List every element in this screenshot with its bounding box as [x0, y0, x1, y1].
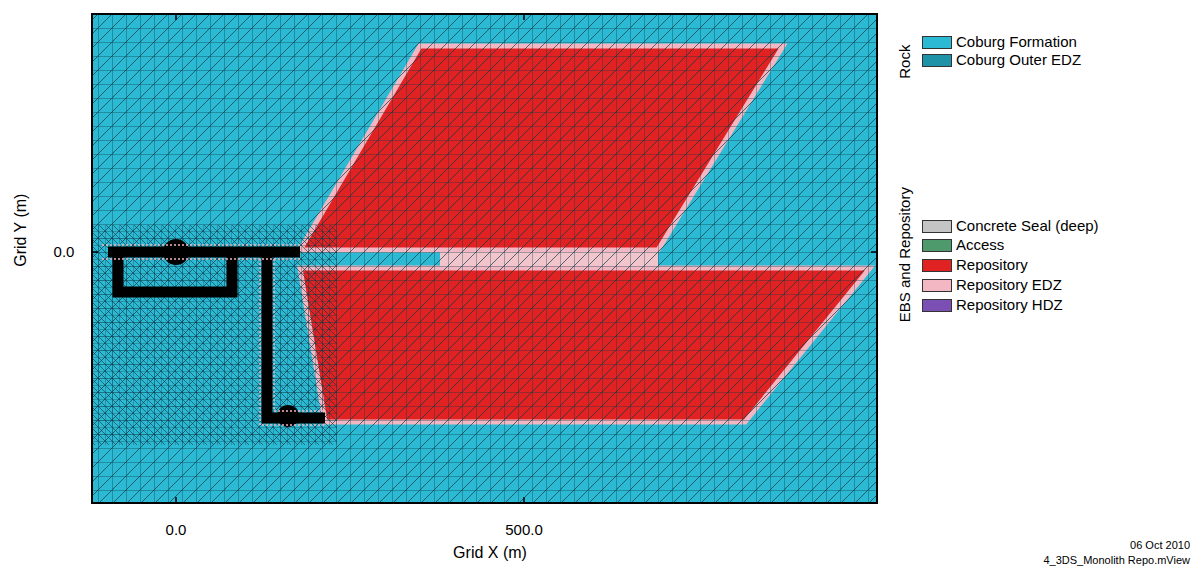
- legend-swatch: [922, 239, 952, 252]
- legend-swatch: [922, 299, 952, 312]
- axis-title: Grid X (m): [453, 544, 527, 562]
- date-stamp: 06 Oct 2010: [1130, 539, 1190, 552]
- shafts: [163, 239, 299, 427]
- file-name: 4_3DS_Monolith Repo.mView: [1043, 554, 1190, 567]
- legend-swatch: [922, 54, 952, 67]
- group-label: EBS and Repository: [896, 187, 913, 322]
- plot-frame: [92, 14, 877, 503]
- legend-text: Access: [956, 236, 1004, 253]
- legend-text: Repository EDZ: [956, 276, 1062, 293]
- coburg-formation: [92, 14, 877, 503]
- tick-label: 500.0: [505, 521, 543, 538]
- legend-swatch: [922, 36, 952, 49]
- fine-mesh: [92, 225, 337, 445]
- axis-title: Grid Y (m): [13, 193, 31, 266]
- axis-ticks: [92, 14, 877, 503]
- legend-text: Repository: [956, 256, 1028, 273]
- group-label: Rock: [896, 45, 913, 79]
- legend-text: Coburg Outer EDZ: [956, 51, 1081, 68]
- access-tunnels: [108, 252, 325, 418]
- access-edz: [102, 245, 325, 425]
- legend-swatch: [922, 279, 952, 292]
- legend-swatch: [922, 259, 952, 272]
- tick-label: 0.0: [166, 521, 187, 538]
- legend-swatch: [922, 220, 952, 233]
- legend-text: Concrete Seal (deep): [956, 217, 1099, 234]
- mesh-lines: [92, 14, 877, 503]
- tick-label: 0.0: [54, 243, 75, 260]
- legend-text: Coburg Formation: [956, 33, 1077, 50]
- legend-text: Repository HDZ: [956, 296, 1063, 313]
